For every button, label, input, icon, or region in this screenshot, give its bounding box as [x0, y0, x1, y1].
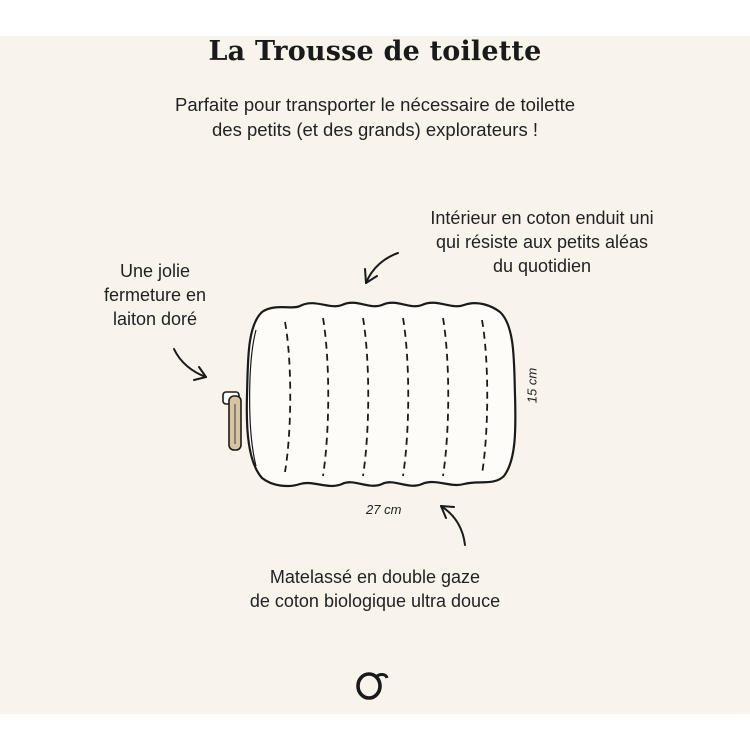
quilting-stitch-5 — [442, 317, 450, 477]
arrow-quilting-icon — [440, 505, 466, 546]
zipper-seam — [249, 329, 257, 467]
annotation-quilting: Matelassé en double gaze de coton biolog… — [180, 565, 570, 613]
annotation-interior-line-3: du quotidien — [492, 256, 592, 276]
annotation-quilting-line-2: de coton biologique ultra douce — [249, 591, 501, 611]
quilting-stitch-1 — [284, 321, 292, 473]
pouch-body — [245, 301, 517, 488]
subtitle-line-2: des petits (et des grands) explorateurs … — [212, 119, 538, 140]
annotation-zipper-line-1: Une jolie — [119, 261, 191, 281]
dimension-width: 27 cm — [366, 502, 402, 517]
quilting-stitch-3 — [362, 317, 370, 477]
annotation-interior-line-1: Intérieur en coton enduit uni — [430, 208, 654, 228]
page-title: La Trousse de toilette — [208, 36, 542, 67]
page-subtitle: Parfaite pour transporter le nécessaire … — [0, 92, 750, 142]
arrow-interior-icon — [364, 252, 399, 284]
annotation-interior: Intérieur en coton enduit uni qui résist… — [392, 206, 692, 278]
brand-logo-icon — [350, 668, 394, 708]
quilting-stitch-2 — [322, 317, 330, 477]
annotation-quilting-line-1: Matelassé en double gaze — [269, 567, 481, 587]
quilting-stitch-4 — [402, 317, 410, 477]
zipper-pull-icon — [222, 391, 242, 451]
arrow-zipper-icon — [173, 348, 207, 381]
brand-logo-mark — [356, 672, 389, 700]
quilting-stitches — [284, 317, 489, 477]
annotation-zipper-line-3: laiton doré — [112, 309, 198, 329]
annotation-zipper-line-2: fermeture en — [103, 285, 207, 305]
annotation-zipper: Une jolie fermeture en laiton doré — [80, 259, 230, 331]
quilting-stitch-6 — [481, 319, 489, 475]
subtitle-line-1: Parfaite pour transporter le nécessaire … — [174, 94, 576, 115]
annotation-interior-line-2: qui résiste aux petits aléas — [435, 232, 649, 252]
dimension-height: 15 cm — [524, 367, 540, 404]
